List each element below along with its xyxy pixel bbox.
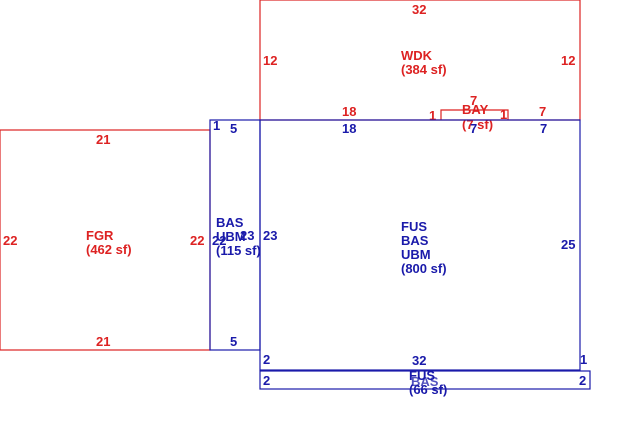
- fus-strip-code-1: FUS: [409, 368, 435, 383]
- fgr-code-label: FGR: [86, 228, 114, 243]
- bay-left-dim: 1: [429, 108, 436, 123]
- main-top-right-dim: 7: [540, 121, 547, 136]
- main-right-dim: 25: [561, 237, 575, 252]
- bay-bottom-dim: 7: [470, 121, 477, 136]
- wdk-area: 32 12 12 18 WDK (384 sf): [259, 0, 581, 121]
- main-top-left-dim: 18: [342, 121, 356, 136]
- bas-small-code-2: UBM: [216, 229, 246, 244]
- main-left-dim: 23: [263, 228, 277, 243]
- bay-outer-right-dim: 7: [539, 104, 546, 119]
- main-area: 18 7 23 25 32 2 1 FUS BAS UBM (800 sf): [259, 119, 587, 371]
- bay-area: 7 1 1 7 BAY (7 sf) 7: [429, 93, 546, 136]
- main-code-2: BAS: [401, 233, 429, 248]
- wdk-code-label: WDK: [401, 48, 433, 63]
- bas-small-left-dim: 22: [212, 233, 226, 248]
- fus-strip-outline: [259, 370, 591, 390]
- wdk-top-dim: 32: [412, 2, 426, 17]
- bay-code-label: BAY: [462, 102, 489, 117]
- bay-top-dim: 7: [470, 93, 477, 108]
- fgr-right-dim: 22: [190, 233, 204, 248]
- bay-area-label: (7 sf): [462, 117, 493, 132]
- fgr-top-dim: 21: [96, 132, 110, 147]
- wdk-right-dim: 12: [561, 53, 575, 68]
- main-bottom-left-dim: 2: [263, 352, 270, 367]
- fus-strip-right-dim: 2: [579, 373, 586, 388]
- wdk-bottom-left-dim: 18: [342, 104, 356, 119]
- fus-strip-area: 2 2 FUS BAS (66 sf): [259, 368, 591, 397]
- main-bottom-dim: 32: [412, 353, 426, 368]
- fus-strip-left-dim: 2: [263, 373, 270, 388]
- bay-right-dim: 1: [500, 107, 507, 122]
- fgr-bottom-dim: 21: [96, 334, 110, 349]
- wdk-area-label: (384 sf): [401, 62, 447, 77]
- main-area-label: (800 sf): [401, 261, 447, 276]
- bas-small-top-dim: 5: [230, 121, 237, 136]
- bas-small-right-dim: 23: [240, 228, 254, 243]
- fgr-left-dim: 22: [3, 233, 17, 248]
- main-outline: [259, 119, 581, 371]
- fgr-area: 21 21 22 22 FGR (462 sf): [0, 129, 211, 351]
- bas-small-code-1: BAS: [216, 215, 244, 230]
- fgr-area-label: (462 sf): [86, 242, 132, 257]
- main-code-3: UBM: [401, 247, 431, 262]
- fus-strip-code-2: BAS: [411, 374, 439, 389]
- bay-outline: [440, 109, 509, 120]
- main-code-1: FUS: [401, 219, 427, 234]
- bas-small-top-left-dim: 1: [213, 118, 220, 133]
- bas-small-area: 1 5 5 22 23 BAS UBM (115 sf): [209, 118, 261, 351]
- main-bottom-right-dim: 1: [580, 352, 587, 367]
- fus-strip-area-label: (66 sf): [409, 382, 447, 397]
- bas-small-area-label: (115 sf): [216, 243, 261, 258]
- wdk-left-dim: 12: [263, 53, 277, 68]
- bas-small-bottom-dim: 5: [230, 334, 237, 349]
